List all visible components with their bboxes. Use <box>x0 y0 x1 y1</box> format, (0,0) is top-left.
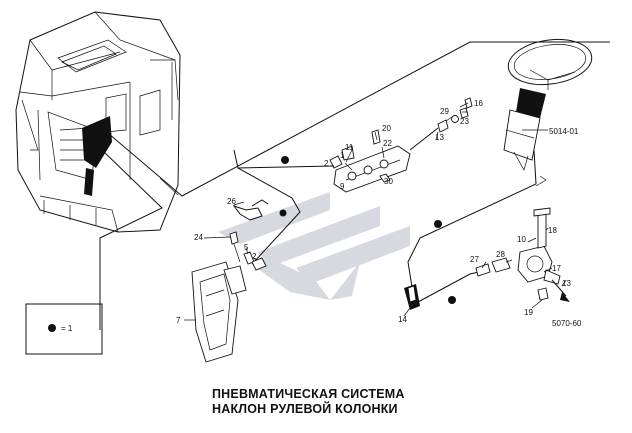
elbow-fitting <box>404 284 420 310</box>
callout-frame <box>99 41 610 330</box>
ref-5070-60: 5070-60 <box>552 319 582 328</box>
fittings-top <box>409 97 473 151</box>
callout-26: 26 <box>227 197 236 206</box>
steering-wheel-drawing <box>503 38 593 171</box>
callout-1: 1 <box>340 151 345 160</box>
filled-dot-icon <box>48 324 56 332</box>
callout-labels: 11 1 2 9 20 22 30 29 16 23 13 5014-01 26… <box>176 99 582 328</box>
callout-5: 5 <box>244 243 249 252</box>
callout-10: 10 <box>517 235 526 244</box>
legend-equals-label: = 1 <box>61 324 73 333</box>
callout-14: 14 <box>398 315 407 324</box>
callout-29: 29 <box>440 107 449 116</box>
truck-cab-drawing <box>15 11 181 233</box>
callout-13-bottom: 13 <box>562 279 571 288</box>
callout-24: 24 <box>194 233 203 242</box>
callout-17: 17 <box>552 264 561 273</box>
callout-18: 18 <box>548 226 557 235</box>
company-logo-watermark <box>218 192 410 300</box>
valve-block <box>329 129 411 193</box>
air-pipes <box>233 149 547 303</box>
callout-13-top: 13 <box>435 133 444 142</box>
callout-2: 2 <box>324 159 329 168</box>
filled-dot-icon <box>279 209 287 217</box>
callout-16: 16 <box>474 99 483 108</box>
callout-23: 23 <box>460 117 469 126</box>
filled-dot-icon <box>434 220 442 228</box>
callout-27: 27 <box>470 255 479 264</box>
valve-assembly <box>475 207 570 302</box>
diagram-title: ПНЕВМАТИЧЕСКАЯ СИСТЕМА НАКЛОН РУЛЕВОЙ КО… <box>212 387 405 416</box>
callout-9: 9 <box>340 182 345 191</box>
callout-22: 22 <box>383 139 392 148</box>
callout-leaders <box>184 102 567 321</box>
filled-dot-icon <box>281 156 289 164</box>
ref-5014-01: 5014-01 <box>549 127 579 136</box>
legend-box: = 1 <box>25 303 103 355</box>
lower-left-parts <box>191 199 269 363</box>
pipe-marker-dots <box>279 156 456 304</box>
callout-20: 20 <box>382 124 391 133</box>
title-line-2: НАКЛОН РУЛЕВОЙ КОЛОНКИ <box>212 401 398 416</box>
title-line-1: ПНЕВМАТИЧЕСКАЯ СИСТЕМА <box>212 387 405 401</box>
callout-19: 19 <box>524 308 533 317</box>
callout-28: 28 <box>496 250 505 259</box>
callout-7: 7 <box>176 316 181 325</box>
callout-2-lower: 2 <box>252 252 257 261</box>
callout-11: 11 <box>345 143 354 152</box>
filled-dot-icon <box>448 296 456 304</box>
callout-30: 30 <box>384 177 393 186</box>
